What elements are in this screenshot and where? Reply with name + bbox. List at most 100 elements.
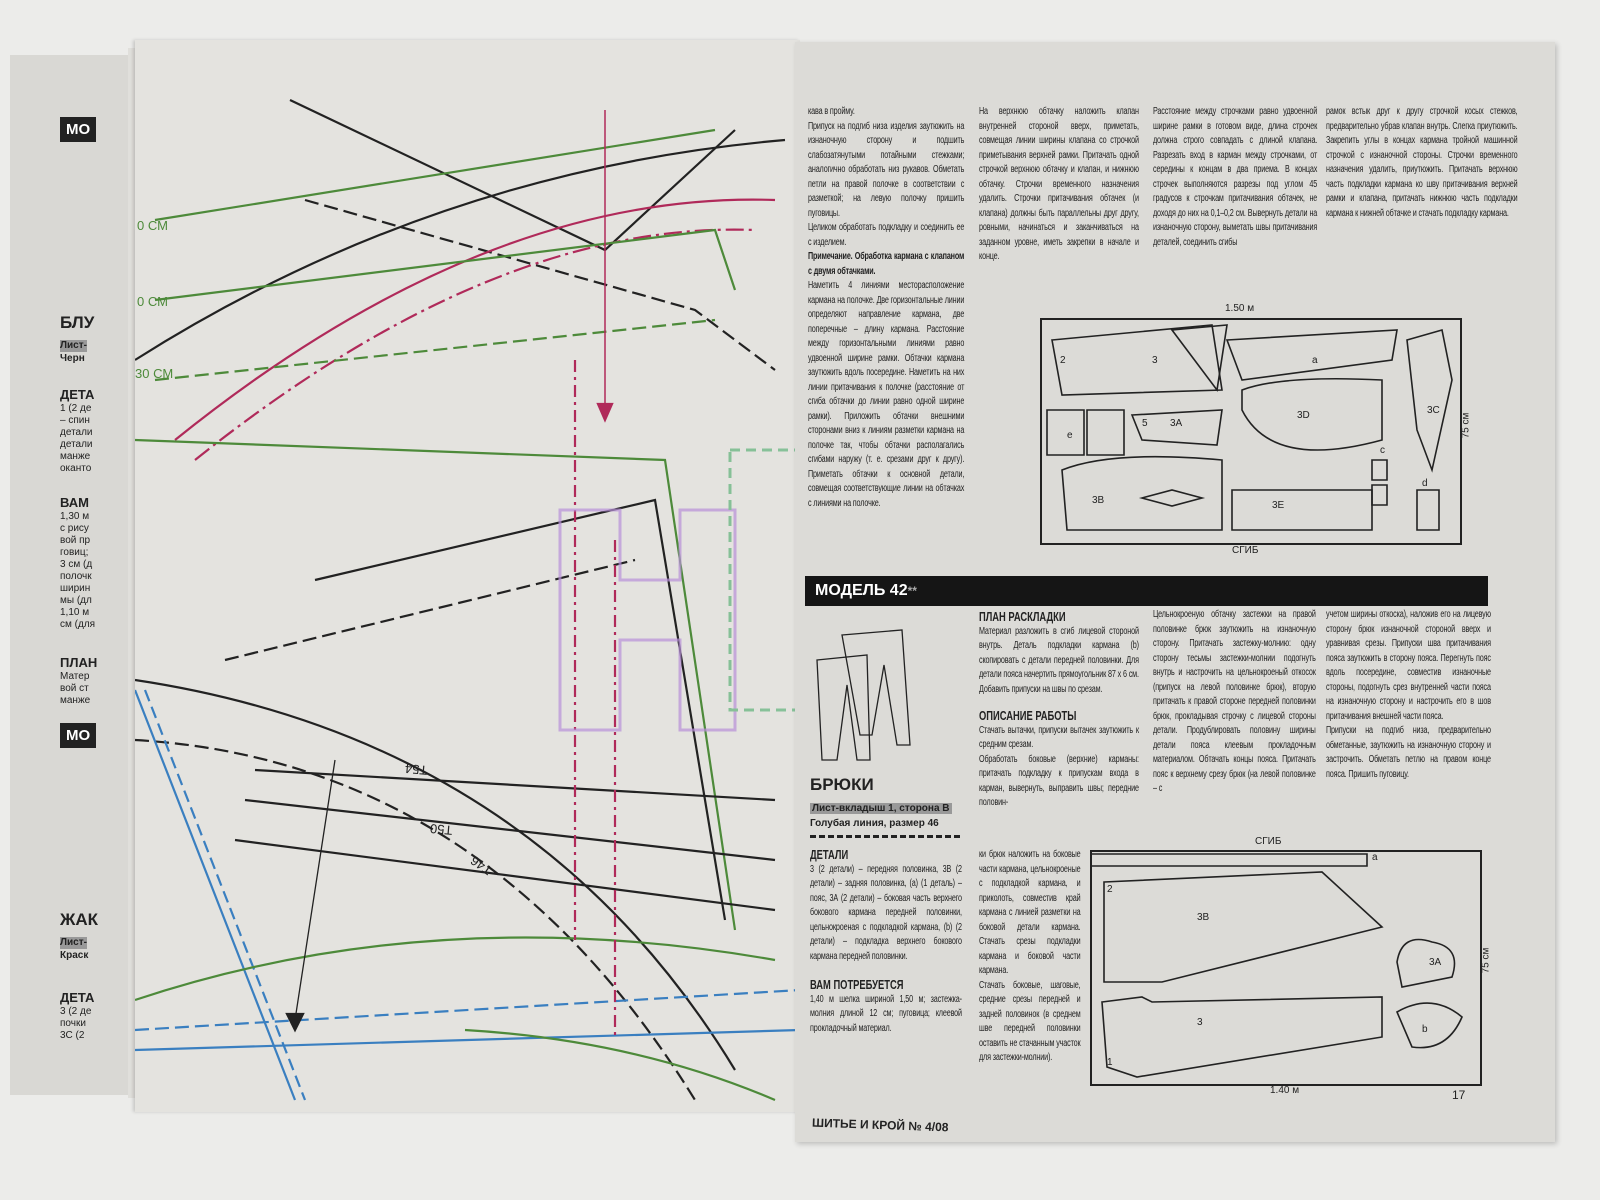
piece-label: 3 <box>1197 1017 1203 1028</box>
paragraph: Стачать боковые, шаговые, средние срезы … <box>979 979 1081 1064</box>
edge-text-line: вой пр <box>60 535 91 546</box>
edge-text-line: 1,30 м <box>60 511 90 522</box>
edge-text-line: манже <box>60 695 91 706</box>
watermark-shapes <box>558 448 800 732</box>
piece-label: 3D <box>1297 410 1310 421</box>
note-heading: Примечание. Обработка кармана с клапаном… <box>808 251 965 277</box>
pattern-label-t54: T54 <box>404 761 429 778</box>
pattern-sheet-label: Лист-вкладыш 1, сторона В <box>810 803 952 814</box>
text-column-1: кава в пройму. Припуск на подгиб низа из… <box>808 105 964 511</box>
edge-text-line: мы (дл <box>60 595 92 606</box>
edge-text-line: оканто <box>60 463 92 474</box>
paragraph: кава в пройму. <box>808 106 855 117</box>
piece-label: 3В <box>1197 912 1210 923</box>
model-difficulty: ** <box>907 584 917 598</box>
edge-text-line: почки <box>60 1018 86 1029</box>
piece-label: а <box>1372 852 1378 863</box>
edge-text-line: 1,10 м <box>60 607 90 618</box>
piece-label: а <box>1312 355 1318 366</box>
edge-text-line: 3 (2 де <box>60 1006 92 1017</box>
piece-label: 3А <box>1429 957 1442 968</box>
pattern-sheet: 0 СМ 0 СМ 30 СМ T54 T50 T46 <box>135 40 800 1112</box>
edge-text-line: полочк <box>60 571 92 582</box>
piece-label: 3Е <box>1272 500 1285 511</box>
details-text: 3 (2 детали) – передняя половинка, 3В (2… <box>810 863 962 962</box>
line-label-1: Черн <box>60 353 85 364</box>
pattern-line-label: Голубая линия, размер 46 <box>810 818 939 829</box>
piece-label: 5 <box>1142 418 1148 429</box>
trousers-illustration <box>816 629 911 761</box>
pattern-lines <box>135 99 800 1102</box>
paragraph: ки брюк наложить на боковые части карман… <box>979 849 1081 976</box>
details-heading-1: ДЕТА <box>60 387 95 402</box>
piece-label: 2 <box>1107 884 1113 895</box>
paragraph: учетом ширины откоска), наложив его на л… <box>1326 609 1491 722</box>
piece-label: d <box>1422 478 1428 489</box>
pattern-label-cm3: 30 СМ <box>135 366 174 381</box>
details-heading: ДЕТАЛИ <box>810 847 849 862</box>
model-band-1: МО <box>60 117 97 142</box>
layout2-width-label: 1.40 м <box>1270 1085 1300 1096</box>
plan-heading-1: ПЛАН <box>60 655 98 670</box>
edge-text-line: 3 см (д <box>60 559 93 570</box>
text-column-3: Расстояние между строчками равно удвоенн… <box>1153 106 1318 248</box>
layout-diagram-jacket: 3 2 е 5 3А 3D а 3С 3В 3Е с d <box>1040 318 1462 545</box>
layout2-fold-label: СГИБ <box>1255 836 1282 847</box>
layout2-height-label: 75 см <box>1480 947 1492 974</box>
page-number: 17 <box>1452 1088 1466 1102</box>
piece-label: 3С <box>1427 405 1440 416</box>
details-heading-2: ДЕТА <box>60 990 95 1005</box>
edge-text-line: говиц; <box>60 547 89 558</box>
sheet-label-1: Лист- <box>60 340 87 352</box>
plan-text: Материал разложить в сгиб лицевой сторон… <box>979 625 1139 695</box>
sheet-label-2: Лист- <box>60 937 87 949</box>
edge-text-line: см (для <box>60 619 96 630</box>
edge-text-line: Матер <box>60 671 90 682</box>
edge-text-line: с рису <box>60 523 89 534</box>
text-column-d: учетом ширины откоска), наложив его на л… <box>1326 608 1491 782</box>
layout-pieces <box>1046 324 1453 531</box>
paragraph: Припуск на подгиб низа изделия заутюжить… <box>808 120 965 219</box>
pattern-label-cm2: 0 СМ <box>137 294 168 309</box>
model-header-band: МОДЕЛЬ 42** <box>805 576 1488 606</box>
edge-text-line: детали <box>60 439 93 450</box>
edge-text-line: детали <box>60 427 93 438</box>
text-column-2: На верхнюю обтачку наложить клапан внутр… <box>979 106 1139 262</box>
edge-text-line: 3С (2 <box>60 1030 85 1041</box>
layout-height-label: 75 см <box>1460 412 1472 439</box>
piece-label: b <box>1422 1024 1428 1035</box>
piece-label: 1 <box>1107 1057 1113 1068</box>
edge-text-line: 1 (2 де <box>60 403 92 414</box>
garment-title-2: ЖАК <box>60 910 99 929</box>
edge-text-line: ширин <box>60 583 91 594</box>
plan-heading: ПЛАН РАСКЛАДКИ <box>979 609 1066 624</box>
plan-section: ПЛАН РАСКЛАДКИ Материал разложить в сгиб… <box>979 609 1139 811</box>
garment-title-1: БЛУ <box>60 313 95 332</box>
model-band-2: МО <box>60 723 97 748</box>
work-text-narrow: ки брюк наложить на боковые части карман… <box>979 848 1081 1066</box>
layout-pieces-2 <box>1092 853 1463 1078</box>
pattern-label-cm1: 0 СМ <box>137 218 168 233</box>
text-column-c: Цельнокроеную обтачку застежки на правой… <box>1153 609 1316 794</box>
needs-heading-1: ВАМ <box>60 495 89 510</box>
model-title: МОДЕЛЬ 42 <box>815 582 908 599</box>
layout-diagram-trousers: а 2 3В 3А 3 1 b <box>1090 850 1482 1086</box>
layout-fold-label: СГИБ <box>1232 545 1259 556</box>
piece-label: с <box>1380 445 1385 456</box>
paragraph: Целиком обработать подкладку и соединить… <box>808 222 965 248</box>
line-label-2: Краск <box>60 950 89 961</box>
edge-text-line: вой ст <box>60 683 89 694</box>
garment-title: БРЮКИ <box>810 775 874 794</box>
layout-width-label: 1.50 м <box>1225 303 1255 314</box>
edge-text-line: манже <box>60 451 91 462</box>
text-column-4: рамок встык друг к другу строчкой косых … <box>1326 106 1518 219</box>
needs-text: 1,40 м шелка шириной 1,50 м; застежка-мо… <box>810 993 962 1034</box>
needs-heading: ВАМ ПОТРЕБУЕТСЯ <box>810 977 904 992</box>
piece-label: 3В <box>1092 495 1105 506</box>
details-section: ДЕТАЛИ 3 (2 детали) – передняя половинка… <box>810 847 962 1036</box>
paragraph: Припуски на подгиб низа, предварительно … <box>1326 725 1491 780</box>
edge-text-line: – спин <box>60 415 90 426</box>
underlying-page-edge <box>128 48 136 1098</box>
